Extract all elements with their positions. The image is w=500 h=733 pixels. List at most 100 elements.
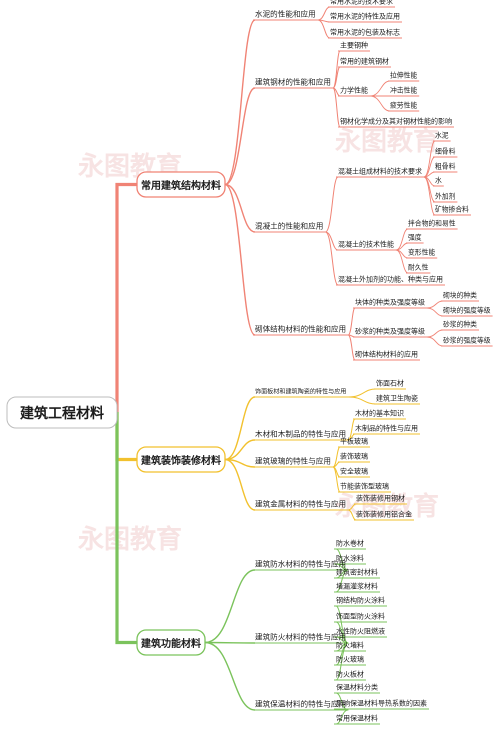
detail-node: 粗骨料 [435, 162, 456, 171]
connector-line [369, 95, 391, 112]
topic-node: 保温材料分类 [336, 683, 378, 692]
topic-node: 砌体结构材料的应用 [355, 350, 418, 359]
connector-line [224, 183, 256, 336]
subtopic-node: 木材和木制品的特性与应用 [255, 429, 346, 439]
connector-line [426, 329, 444, 338]
detail-node: 强度 [408, 233, 422, 242]
detail-node: 细骨料 [435, 147, 456, 156]
trunk-line [115, 182, 137, 412]
detail-node: 冲击性能 [390, 86, 417, 95]
connector-line [204, 569, 256, 644]
topic-node: 常用水泥的特性及应用 [330, 12, 400, 21]
topic-node: 防火堵料 [336, 641, 364, 650]
detail-node: 外加剂 [435, 192, 456, 201]
connector-line [204, 641, 256, 711]
connector-line [347, 307, 356, 336]
branch-node-label: 建筑装饰装修材料 [140, 454, 221, 467]
watermark-text: 永图教育 [78, 524, 182, 555]
watermark-layer: 永图教育 永图教育 永图教育 永图教育 [78, 126, 439, 555]
edges-layer [115, 6, 493, 725]
branch-node-label: 建筑功能材料 [140, 637, 201, 650]
topic-node: 装饰玻璃 [340, 452, 368, 461]
connector-line [423, 176, 436, 216]
connector-line [332, 466, 341, 493]
watermark-text: 永图教育 [335, 126, 439, 157]
topic-node: 常用的建筑钢材 [340, 57, 389, 66]
subtopic-node: 饰面板材和建筑陶瓷的特性与应用 [255, 388, 346, 396]
detail-node: 水 [435, 176, 442, 185]
subtopic-node: 建筑金属材料的特性与应用 [255, 499, 346, 509]
topic-node: 常用保温材料 [336, 714, 378, 723]
topic-node: 安全玻璃 [340, 467, 368, 476]
topic-node: 装饰装修用铝合金 [356, 510, 412, 519]
subtopic-node: 建筑防火材料的特性与应用 [255, 632, 346, 642]
topic-node: 木材的基本知识 [355, 409, 404, 418]
connector-line [317, 6, 331, 21]
branch-node-box [136, 629, 206, 656]
topic-node: 主要钢种 [340, 41, 368, 50]
connector-line [332, 446, 341, 468]
detail-node: 疲劳性能 [390, 101, 417, 110]
topic-node: 影响保温材料导热系数的因素 [336, 699, 427, 708]
topic-node: 堵漏灌浆材料 [336, 582, 378, 591]
topic-node: 平板玻璃 [340, 437, 368, 446]
root-node-box [6, 396, 118, 429]
connector-line [347, 334, 356, 361]
topic-node: 装饰装修用钢材 [356, 494, 405, 503]
detail-node: 砂浆的强度等级 [443, 336, 491, 345]
branch-node-box [136, 446, 226, 473]
connector-line [369, 80, 391, 97]
detail-node: 砂浆的种类 [443, 320, 477, 329]
connector-line [317, 19, 331, 39]
connector-line [332, 87, 341, 128]
detail-node: 水泥 [435, 131, 449, 140]
topic-node: 钢材化学成分及其对钢材性能的影响 [340, 117, 452, 126]
topic-node: 饰面石材 [376, 379, 404, 388]
trunk-line [115, 412, 137, 462]
connector-line [426, 336, 444, 347]
topic-node: 饰面型防火涂料 [336, 612, 385, 621]
connector-line [335, 642, 349, 681]
topic-node: 防火玻璃 [336, 655, 364, 664]
connector-line [224, 183, 256, 233]
connector-line [224, 396, 256, 461]
subtopic-node: 建筑保温材料的特性与应用 [255, 699, 346, 709]
detail-node: 变形性能 [408, 248, 435, 257]
detail-node: 拉伸性能 [390, 71, 417, 80]
connector-line [324, 176, 339, 233]
subtopic-node: 建筑玻璃的特性与应用 [255, 456, 331, 466]
connector-line [335, 569, 349, 593]
connector-line [426, 300, 444, 309]
connector-line [395, 249, 409, 274]
topic-node: 建筑密封材料 [336, 568, 378, 577]
connector-line [348, 388, 377, 398]
connector-line [224, 458, 256, 511]
connector-line [324, 231, 339, 286]
branch-node-label: 常用建筑结构材料 [141, 179, 221, 192]
branch-node-box [136, 171, 226, 198]
detail-node: 砌块的强度等级 [443, 306, 491, 315]
topic-node: 防水涂料 [336, 554, 364, 563]
topic-node: 节能装饰型玻璃 [340, 482, 389, 491]
root-node-label: 建筑工程材料 [20, 405, 104, 422]
detail-node: 砌块的种类 [443, 291, 477, 300]
subtopic-node: 建筑防水材料的特性与应用 [255, 559, 346, 569]
connector-line [224, 19, 256, 186]
subtopic-node: 砌体结构材料的性能和应用 [255, 324, 346, 334]
connector-line [348, 396, 377, 405]
connector-line [224, 87, 256, 186]
nodes-layer: 建筑工程材料 常用建筑结构材料 水泥的性能和应用 常用水泥的技术要求常用水泥的特性及应… [6, 0, 491, 723]
detail-node: 矿物掺合料 [435, 205, 469, 214]
connector-line [332, 50, 341, 89]
subtopic-node: 水泥的性能和应用 [255, 9, 316, 19]
subtopic-node: 混凝土的性能和应用 [255, 221, 323, 231]
topic-node: 建筑卫生陶瓷 [376, 394, 418, 403]
topic-node: 力学性能 [340, 86, 368, 95]
topic-node: 块体的种类及强度等级 [355, 298, 425, 307]
topic-node: 常用水泥的技术要求 [330, 0, 393, 6]
connector-line [224, 439, 256, 461]
connector-line [332, 66, 341, 89]
topic-node: 水性防火阻燃液 [336, 627, 385, 636]
topic-node: 木制品的特性与应用 [355, 424, 418, 433]
